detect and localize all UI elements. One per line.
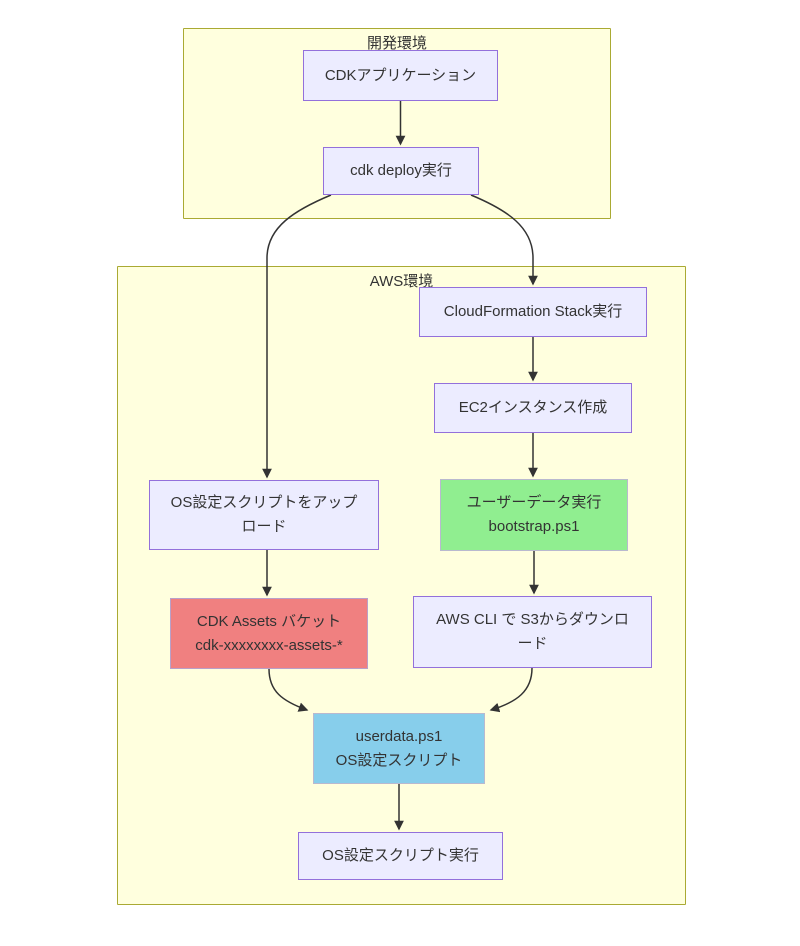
node-cloudformation-stack: CloudFormation Stack実行: [419, 287, 647, 337]
cluster-aws-label: AWS環境: [369, 273, 434, 290]
cluster-dev-label: 開発環境: [366, 35, 427, 52]
node-ec2-instance: EC2インスタンス作成: [434, 383, 632, 433]
node-os-script-exec: OS設定スクリプト実行: [298, 832, 503, 880]
node-userdata-bootstrap: ユーザーデータ実行 bootstrap.ps1: [440, 479, 628, 551]
node-cdk-deploy: cdk deploy実行: [323, 147, 479, 195]
node-cdk-application: CDKアプリケーション: [303, 50, 498, 101]
node-upload-os-script: OS設定スクリプトをアップ ロード: [149, 480, 379, 550]
cluster-aws-environment: AWS環境: [117, 266, 686, 905]
node-cdk-assets-bucket: CDK Assets バケット cdk-xxxxxxxx-assets-*: [170, 598, 368, 669]
node-s3-download: AWS CLI で S3からダウンロ ード: [413, 596, 652, 668]
node-userdata-ps1: userdata.ps1 OS設定スクリプト: [313, 713, 485, 784]
